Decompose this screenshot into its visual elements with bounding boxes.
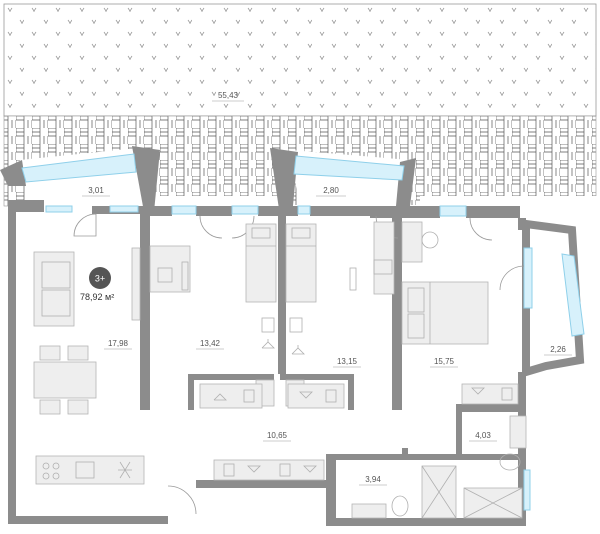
windows (21, 153, 585, 511)
wardrobe-left (199, 383, 263, 409)
walls (0, 146, 585, 526)
area-terrace: 55,43 (218, 91, 239, 100)
area-bathroom-left: 3,94 (365, 475, 381, 484)
wardrobe-mid (287, 383, 345, 409)
area-bedroom-left: 13,42 (200, 339, 221, 348)
hallway-console (213, 459, 325, 481)
vanity-right (509, 415, 527, 449)
area-bedroom-mid: 13,15 (337, 357, 358, 366)
desk-left (149, 245, 191, 293)
dining-table (33, 361, 97, 399)
bed-mid (285, 223, 317, 303)
master-bed (401, 281, 489, 345)
desk-mid (373, 221, 395, 295)
terrace (3, 3, 597, 117)
apartment-badge: 3+ 78,92 м² (80, 267, 114, 302)
total-area: 78,92 м² (80, 292, 114, 302)
area-living-kitchen: 17,98 (108, 339, 129, 348)
tv-stand (131, 247, 141, 321)
area-hallway: 10,65 (267, 431, 288, 440)
bed-left (245, 223, 277, 303)
area-bathroom-right: 4,03 (475, 431, 491, 440)
area-balcony-left: 3,01 (88, 186, 104, 195)
furniture (33, 221, 527, 519)
sofa (33, 251, 75, 327)
area-balcony-mid: 2,80 (323, 186, 339, 195)
window-balcony-mid (293, 155, 405, 181)
area-master-bedroom: 15,75 (434, 357, 455, 366)
toilet-left (391, 495, 409, 517)
rooms-badge-text: 3+ (95, 274, 105, 284)
area-labels: 55,43 3,01 2,80 17,98 13,42 13,15 15,75 … (82, 91, 572, 486)
sink-left (351, 503, 387, 519)
window-balcony-right (561, 253, 585, 337)
cabinet-master (461, 383, 519, 405)
area-balcony-right: 2,26 (550, 345, 566, 354)
window-balcony-left (21, 153, 137, 183)
rooms-badge (89, 267, 111, 289)
